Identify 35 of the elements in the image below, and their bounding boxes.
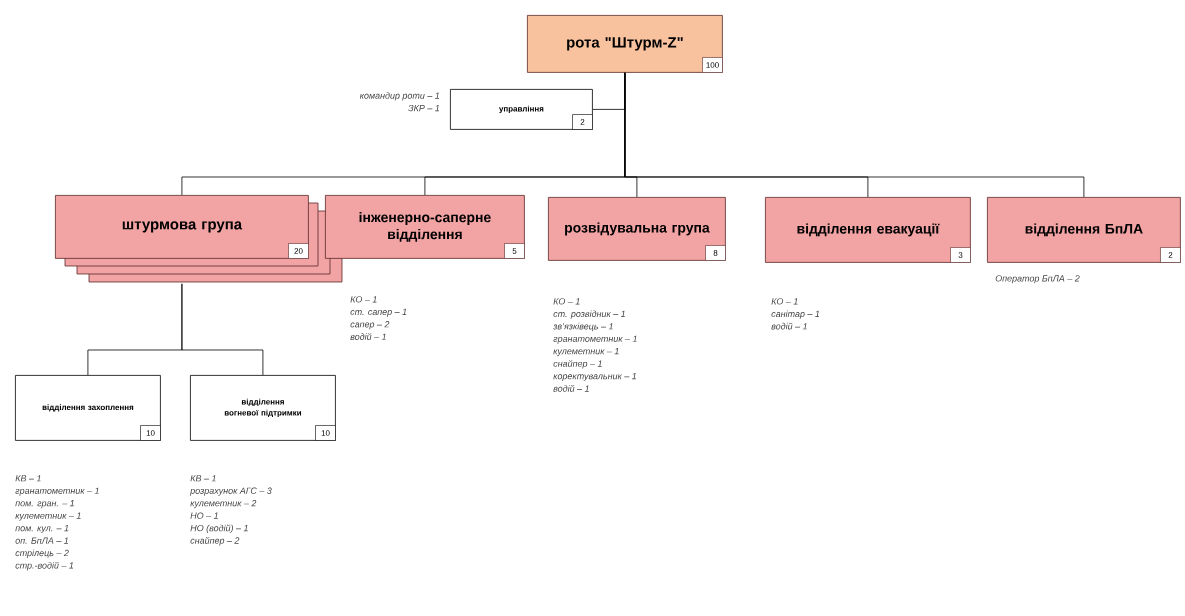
node-label: КО – 1 bbox=[350, 296, 377, 303]
node-label: пом. кул. – 1 bbox=[15, 525, 69, 534]
staff-list: КВ – 1 гранатометник – 1 пом. гран. – 1 кулеметник – 1 пом. кул. – 1 оп. БпЛА – 1 стрілець – 2 стр.-водій – 1 bbox=[15, 475, 99, 571]
node-label: кулеметник – 2 bbox=[190, 500, 257, 509]
node-label: кулеметник – 1 bbox=[15, 512, 81, 521]
node-label: пом. гран. – 1 bbox=[15, 500, 74, 509]
node-label: снайпер – 2 bbox=[190, 537, 240, 546]
node-label: КВ – 1 bbox=[190, 475, 216, 482]
staff-list: командир роти – 1 ЗКР – 1 bbox=[359, 92, 440, 112]
connector-line bbox=[181, 283, 264, 376]
node-label: КВ – 1 bbox=[15, 475, 41, 482]
node-label: гранатометник – 1 bbox=[15, 487, 99, 496]
staff-list: КО – 1 ст. розвідник – 1 зв’язківець – 1 гранатометник – 1 кулеметник – 1 снайпер – 1 коректувальник – 1 водій – 1 bbox=[553, 298, 637, 392]
staff-list: КО – 1 ст. сапер – 1 сапер – 2 водій – 1 bbox=[350, 296, 407, 340]
node-label: НО (водій) – 1 bbox=[190, 524, 248, 534]
staff-list: Оператор БпЛА – 2 bbox=[995, 275, 1080, 284]
node-label: коректувальник – 1 bbox=[553, 373, 636, 382]
node-label: оп. БпЛА – 1 bbox=[15, 537, 69, 544]
node-label: сапер – 2 bbox=[350, 321, 390, 330]
node-label: ст. сапер – 1 bbox=[350, 308, 407, 317]
node-label: стр.-водій – 1 bbox=[15, 561, 74, 571]
node-label: снайпер – 1 bbox=[553, 360, 602, 369]
node-label: НО – 1 bbox=[190, 512, 218, 519]
node-label: ст. розвідник – 1 bbox=[553, 310, 625, 319]
node-label: водій – 1 bbox=[350, 333, 386, 340]
node-label: КО – 1 bbox=[553, 298, 580, 305]
node-label: розрахунок АГС – 3 bbox=[189, 487, 272, 496]
node-label: гранатометник – 1 bbox=[553, 335, 637, 344]
node-label: зв’язківець – 1 bbox=[553, 322, 613, 332]
connector-line bbox=[624, 72, 1085, 198]
node-label: стрілець – 2 bbox=[15, 549, 69, 558]
node-label: кулеметник – 1 bbox=[553, 348, 619, 357]
node-label: водій – 1 bbox=[553, 385, 589, 392]
staff-list: КО – 1 санітар – 1 водій – 1 bbox=[771, 298, 820, 330]
staff-list: КВ – 1 розрахунок АГС – 3 кулеметник – 2 НО – 1 НО (водій) – 1 снайпер – 2 bbox=[190, 475, 272, 546]
